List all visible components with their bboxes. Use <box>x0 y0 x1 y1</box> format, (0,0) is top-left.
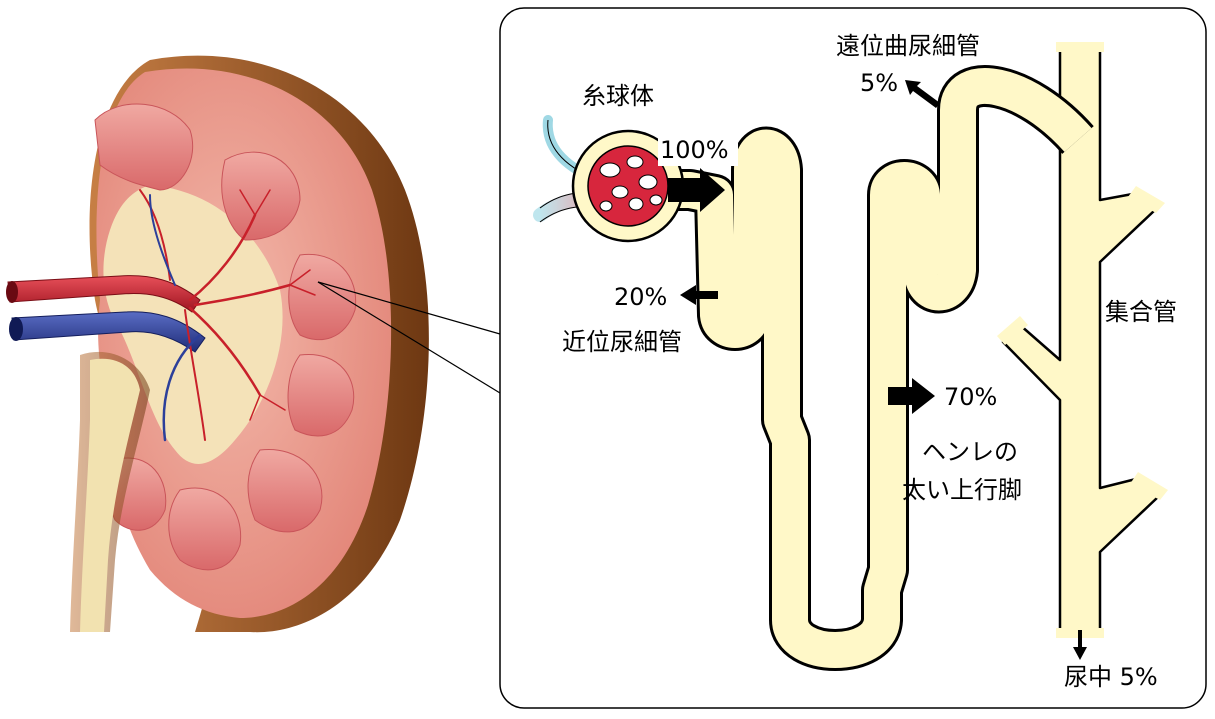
henle-label-line1: ヘンレの <box>922 438 1018 466</box>
vein-opening <box>9 317 23 341</box>
distal-label: 遠位曲尿細管 <box>836 32 980 60</box>
filtered-percent: 100% <box>660 136 729 164</box>
henle-percent: 70% <box>944 383 997 411</box>
collecting-duct-label: 集合管 <box>1105 298 1177 326</box>
henle-label-line2: 太い上行脚 <box>902 476 1022 504</box>
kidney-illustration <box>6 56 429 633</box>
proximal-percent: 20% <box>614 283 667 311</box>
urine-label: 尿中 5% <box>1064 663 1158 691</box>
distal-percent: 5% <box>860 69 898 97</box>
proximal-label: 近位尿細管 <box>562 328 682 356</box>
glomerulus-label: 糸球体 <box>582 82 654 110</box>
artery-opening <box>6 281 18 303</box>
